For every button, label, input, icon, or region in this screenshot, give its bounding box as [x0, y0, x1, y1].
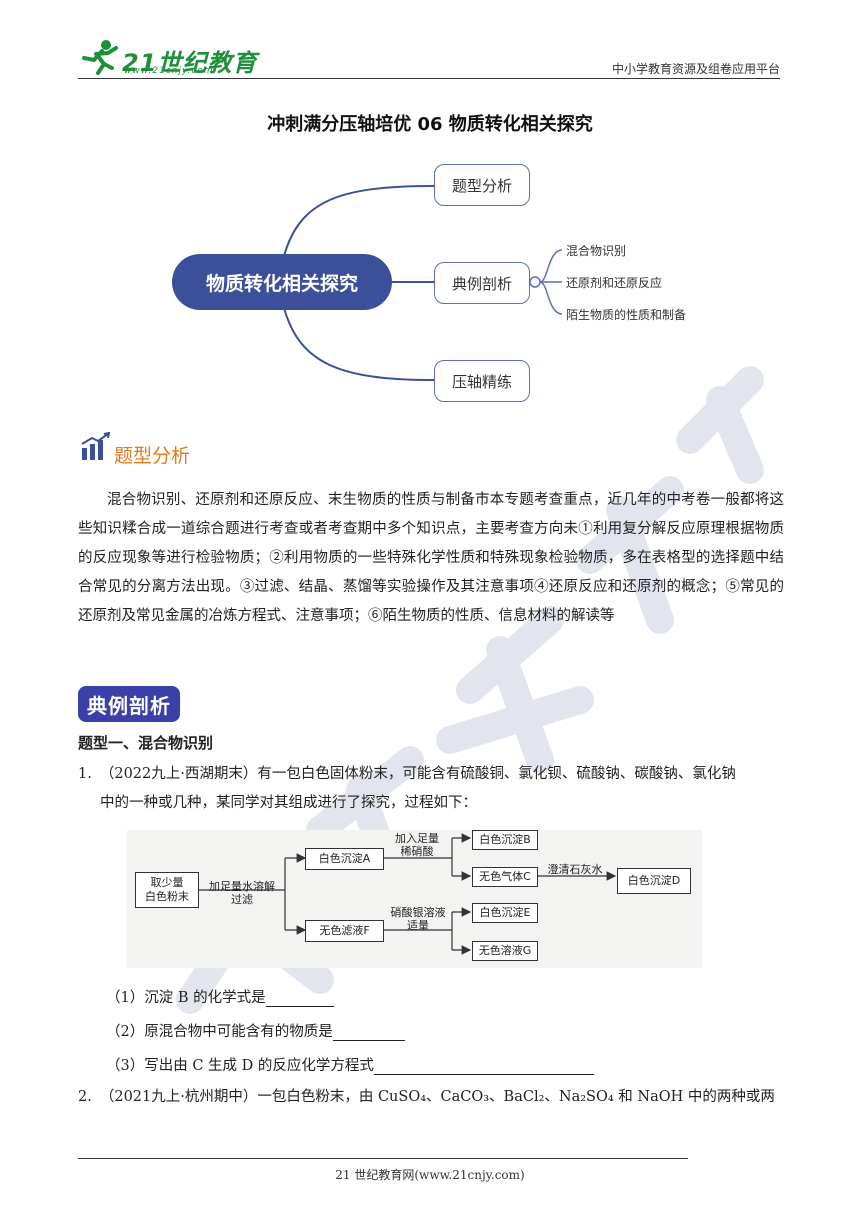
flow-precipitate-e: 白色沉淀E [472, 903, 538, 923]
logo-runner-icon [82, 40, 118, 75]
flow-precipitate-a: 白色沉淀A [305, 848, 384, 870]
mindmap-leaf-mixture: 混合物识别 [566, 244, 627, 258]
flow-arrows [197, 833, 617, 955]
mindmap-connectors [283, 185, 563, 381]
flow-label-silver-nitrate: 硝酸银溶液 适量 [390, 906, 446, 932]
flow-precipitate-d: 白色沉淀D [617, 868, 691, 894]
answer-blank-3[interactable] [373, 1060, 594, 1075]
footer-text: 21 世纪教育网(www.21cnjy.com) [335, 1168, 525, 1182]
mindmap-leaf-unfamiliar: 陌生物质的性质和制备 [566, 308, 687, 322]
answer-blank-2[interactable] [332, 1026, 405, 1041]
section-title-analysis: 题型分析 [114, 445, 191, 467]
answer-blank-1[interactable] [265, 992, 334, 1007]
flow-label-dissolve: 加足量水溶解 过滤 [209, 880, 275, 906]
flow-start-box: 取少量 白色粉末 [135, 872, 199, 908]
flow-gas-c: 无色气体C [472, 867, 538, 887]
experiment-flow-diagram: 取少量 白色粉末 加足量水溶解 过滤 白色沉淀A 无色滤液F 加入足量 稀硝酸 … [127, 830, 702, 968]
chart-growth-icon [81, 432, 111, 460]
question-2-number: 2. [78, 1089, 92, 1105]
sub-question-1: （1）沉淀 B 的化学式是 [106, 986, 334, 1007]
flow-label-limewater: 澄清石灰水 [547, 863, 603, 876]
page-title: 冲刺满分压轴培优 06 物质转化相关探究 [267, 114, 593, 135]
footer-divider [78, 1158, 688, 1159]
mindmap-branch-practice: 压轴精练 [434, 360, 530, 402]
flow-solution-g: 无色溶液G [472, 941, 538, 961]
sub-question-1-text: （1）沉淀 B 的化学式是 [106, 990, 266, 1006]
mindmap-branch-examples: 典例剖析 [434, 262, 530, 304]
question-1-line-2: 中的一种或几种，某同学对其组成进行了探究，过程如下： [100, 795, 477, 811]
question-2: 2. （2021九上·杭州期中）一包白色粉末，由 CuSO₄、CaCO₃、BaCl… [78, 1083, 784, 1112]
platform-name: 中小学教育资源及组卷应用平台 [611, 62, 780, 76]
section-badge-examples: 典例剖析 [78, 686, 180, 722]
sub-question-2-text: （2）原混合物中可能含有的物质是 [106, 1024, 333, 1040]
question-type-title: 题型一、混合物识别 [78, 734, 214, 752]
sub-question-2: （2）原混合物中可能含有的物质是 [106, 1020, 405, 1041]
flow-precipitate-b: 白色沉淀B [472, 830, 538, 850]
mindmap-branch-analysis: 题型分析 [434, 164, 530, 206]
sub-question-3-text: （3）写出由 C 生成 D 的反应化学方程式 [106, 1058, 374, 1074]
logo-url: www.21cnjy.com [124, 66, 214, 76]
question-2-text: （2021九上·杭州期中）一包白色粉末，由 CuSO₄、CaCO₃、BaCl₂、… [99, 1089, 775, 1105]
question-1-line-1: （2022九上·西湖期末）有一包白色固体粉末，可能含有硫酸铜、氯化钡、硫酸钠、碳… [99, 766, 736, 782]
sub-question-3: （3）写出由 C 生成 D 的反应化学方程式 [106, 1054, 594, 1075]
question-1: 1. （2022九上·西湖期末）有一包白色固体粉末，可能含有硫酸铜、氯化钡、硫酸钠… [78, 760, 784, 818]
mindmap-leaf-reduction: 还原剂和还原反应 [566, 276, 663, 290]
question-number: 1. [78, 766, 92, 782]
flow-filtrate-f: 无色滤液F [305, 920, 384, 942]
logo-text: 21世纪教育 [122, 49, 258, 77]
header-divider [78, 78, 780, 79]
flow-label-nitric-acid: 加入足量 稀硝酸 [395, 832, 439, 858]
mindmap-center: 物质转化相关探究 [172, 254, 392, 310]
analysis-paragraph: 混合物识别、还原剂和还原反应、末生物质的性质与制备市本专题考查重点，近几年的中考… [78, 492, 784, 624]
